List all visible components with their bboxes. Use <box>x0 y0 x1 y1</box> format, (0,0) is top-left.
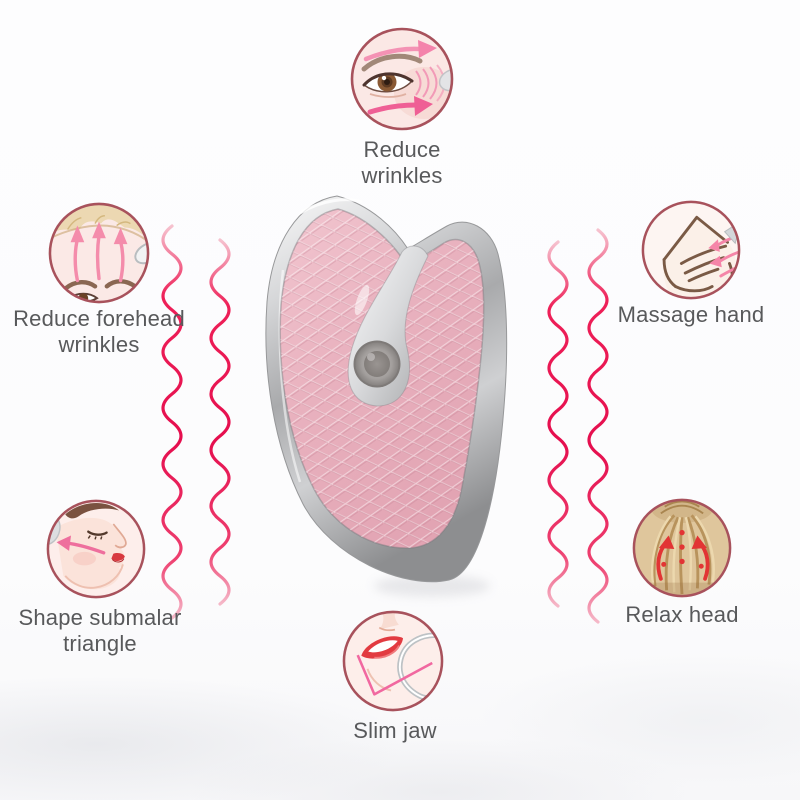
label-line: triangle <box>63 630 137 656</box>
device-shadow <box>374 575 490 597</box>
callout-massage-hand: Massage hand <box>618 200 764 327</box>
label-line: Relax head <box>625 602 739 627</box>
callout-reduce-forehead-wrinkles: Reduce forehead wrinkles <box>13 202 185 357</box>
callout-label: Relax head <box>584 602 780 628</box>
callout-label: Massage hand <box>596 302 786 328</box>
label-line: Slim jaw <box>353 718 437 743</box>
jawline-vline-icon <box>342 610 444 712</box>
vibration-waves <box>161 224 609 624</box>
vibration-wave-line <box>209 238 231 606</box>
chrome-glint <box>278 269 302 483</box>
gua-sha-device-image <box>265 195 508 597</box>
label-line: wrinkles <box>58 331 140 357</box>
face-profile-cheek-icon <box>46 499 146 599</box>
label-line: Massage hand <box>617 302 765 327</box>
callout-slim-jaw: Slim jaw <box>342 610 444 743</box>
label-line: wrinkles <box>361 162 443 188</box>
label-line: Reduce forehead <box>13 306 185 331</box>
vibration-wave-line <box>587 228 609 624</box>
device-button <box>353 340 401 388</box>
callout-relax-head: Relax head <box>625 498 738 627</box>
callout-label: Reduce wrinkles <box>302 137 502 188</box>
label-line: Reduce <box>363 137 441 162</box>
channel-glint <box>354 284 370 316</box>
chrome-glint <box>299 198 363 215</box>
callout-shape-submalar-triangle: Shape submalar triangle <box>18 499 181 656</box>
vibration-wave-line <box>547 240 569 608</box>
hand-massage-icon <box>641 200 741 300</box>
eye-wrinkle-massage-icon <box>350 27 454 131</box>
label-line: Shape submalar <box>18 605 182 630</box>
callout-label: Shape submalar triangle <box>5 605 195 656</box>
scalp-massage-icon <box>632 498 732 598</box>
callout-label: Reduce forehead wrinkles <box>0 306 199 357</box>
vibration-wave-line <box>161 224 183 620</box>
forehead-lift-arrows-icon <box>48 202 150 304</box>
callout-label: Slim jaw <box>300 718 490 744</box>
callout-reduce-wrinkles: Reduce wrinkles <box>350 27 454 188</box>
